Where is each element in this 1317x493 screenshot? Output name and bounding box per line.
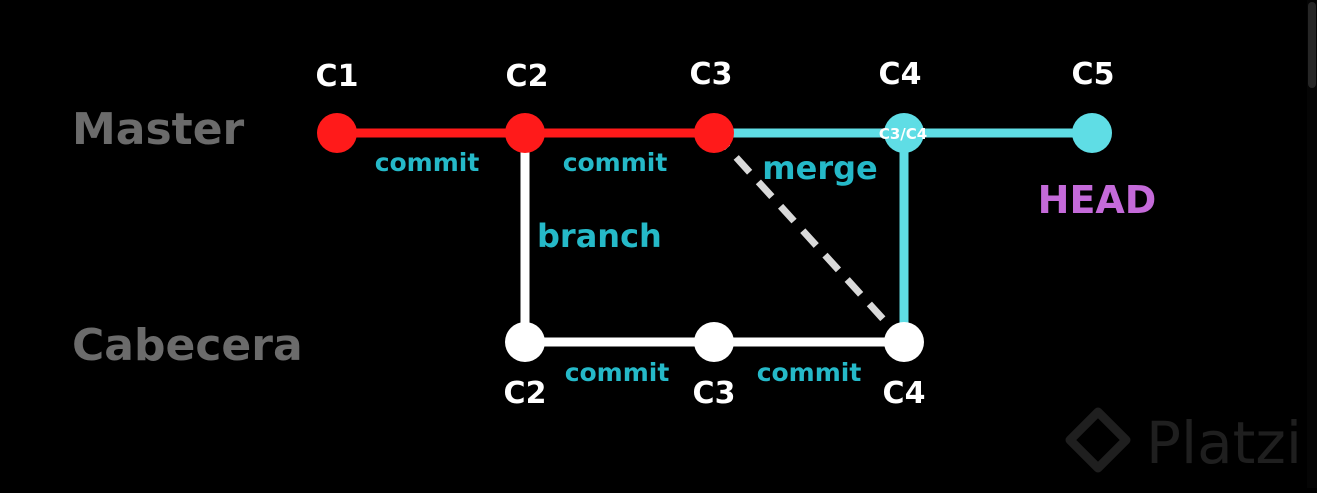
edge-label-branch: branch: [537, 217, 662, 255]
branch-label-master: Master: [72, 104, 245, 155]
cabecera-commit-label: C3: [693, 376, 736, 411]
master-commit-label: C4: [879, 57, 922, 92]
commit-node-c5: [1072, 113, 1112, 153]
cabecera-node-c2: [505, 322, 545, 362]
master-commit-label: C2: [506, 59, 549, 94]
edge-label-commit: commit: [565, 358, 670, 387]
cabecera-commit-label: C4: [883, 376, 926, 411]
edge-label-merge: merge: [762, 149, 877, 187]
master-commit-label: C3: [690, 57, 733, 92]
commit-node-c2: [505, 113, 545, 153]
cabecera-node-c4: [884, 322, 924, 362]
merge-dashed-line: [711, 130, 907, 345]
platzi-logo-icon: [1065, 407, 1131, 473]
edge-label-commit: commit: [757, 358, 862, 387]
scrollbar[interactable]: [1307, 0, 1317, 488]
scrollbar-thumb[interactable]: [1308, 2, 1316, 88]
edge-label-commit: commit: [375, 148, 480, 177]
merge-node-label: C3/C4: [879, 125, 927, 143]
master-commit-label: C5: [1072, 57, 1115, 92]
branch-label-cabecera: Cabecera: [72, 320, 303, 371]
cabecera-commit-label: C2: [504, 376, 547, 411]
commit-node-c1: [317, 113, 357, 153]
commit-node-c4-merge: [884, 113, 924, 153]
commit-node-c3: [694, 113, 734, 153]
platzi-watermark: Platzi: [1146, 409, 1302, 477]
edge-label-commit: commit: [563, 148, 668, 177]
head-label: HEAD: [1038, 178, 1157, 222]
master-commit-label: C1: [316, 59, 359, 94]
cabecera-node-c3: [694, 322, 734, 362]
